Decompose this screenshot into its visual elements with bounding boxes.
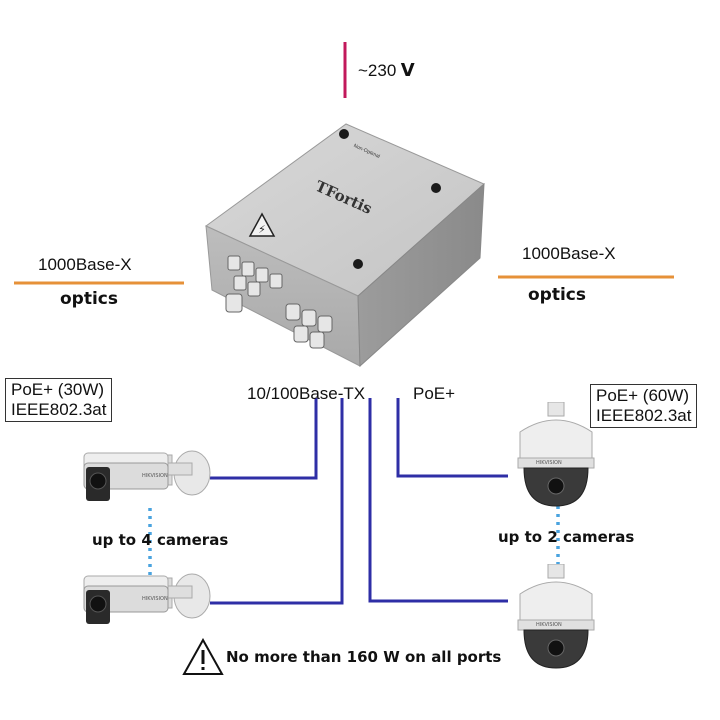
bullet-camera-bottom-brand: HIKVISION xyxy=(142,596,168,602)
copper-line-cam-left-top xyxy=(210,398,318,480)
ethernet-port-label: 10/100Base-TX xyxy=(247,384,366,403)
enclosure-image: ⚡ xyxy=(205,123,485,368)
power-budget-warning: No more than 160 W on all ports xyxy=(226,648,502,666)
right-camera-count: up to 2 cameras xyxy=(498,528,635,546)
power-label: ~230 V xyxy=(358,60,415,81)
dome-camera-top-brand: HIKVISION xyxy=(536,460,562,466)
right-poe-standard-line2: IEEE802.3at xyxy=(596,406,692,425)
uplink-right-label: 1000Base-X xyxy=(522,244,616,263)
warning-icon xyxy=(182,638,224,675)
left-poe-standard-box: PoE+ (30W) IEEE802.3at xyxy=(5,378,113,422)
dome-camera-bottom: HIKVISION xyxy=(517,564,595,669)
power-voltage: ~230 xyxy=(358,61,397,80)
uplink-left-medium: optics xyxy=(60,289,118,309)
left-poe-standard-line1: PoE+ (30W) xyxy=(11,380,105,399)
uplink-right-medium: optics xyxy=(528,285,586,305)
poe-port-label: PoE+ xyxy=(413,384,456,403)
bullet-camera-top: HIKVISION xyxy=(83,450,211,501)
left-camera-count: up to 4 cameras xyxy=(92,531,229,549)
dome-camera-bottom-brand: HIKVISION xyxy=(536,622,562,628)
copper-line-cam-left-bottom xyxy=(210,398,344,605)
svg-text:⚡: ⚡ xyxy=(258,223,266,236)
uplink-left-label: 1000Base-X xyxy=(38,255,132,274)
dome-camera-top: HIKVISION xyxy=(517,402,595,507)
bullet-camera-bottom: HIKVISION xyxy=(83,573,211,624)
copper-line-cam-right-bottom xyxy=(368,398,508,603)
right-poe-standard-line1: PoE+ (60W) xyxy=(596,386,690,405)
right-poe-standard-box: PoE+ (60W) IEEE802.3at xyxy=(590,384,698,428)
bullet-camera-top-brand: HIKVISION xyxy=(142,473,168,479)
copper-line-cam-right-top xyxy=(396,398,508,478)
power-unit: V xyxy=(400,60,415,81)
left-poe-standard-line2: IEEE802.3at xyxy=(11,400,107,419)
